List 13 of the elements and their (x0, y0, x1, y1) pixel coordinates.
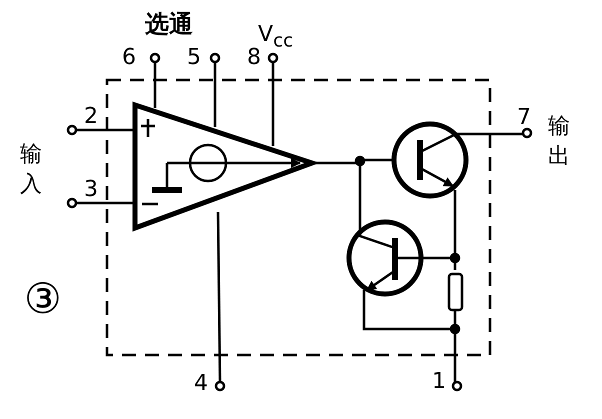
pin-label: 输出 (548, 113, 571, 171)
pin-number: 3 (84, 178, 98, 202)
pin-number: 7 (517, 106, 531, 130)
pin-number: 4 (194, 372, 208, 396)
pin-number: 2 (84, 105, 98, 129)
pin-label: 选通 (145, 10, 193, 38)
pin-number: 6 (122, 46, 136, 70)
pin-label: 输入 (20, 141, 43, 199)
pin-number: 1 (432, 370, 446, 394)
pin-number: 5 (187, 46, 201, 70)
pin-number: 8 (247, 46, 261, 70)
figure-number: ③ (24, 276, 62, 322)
pin-label: V$_{cc}$ (258, 22, 294, 52)
